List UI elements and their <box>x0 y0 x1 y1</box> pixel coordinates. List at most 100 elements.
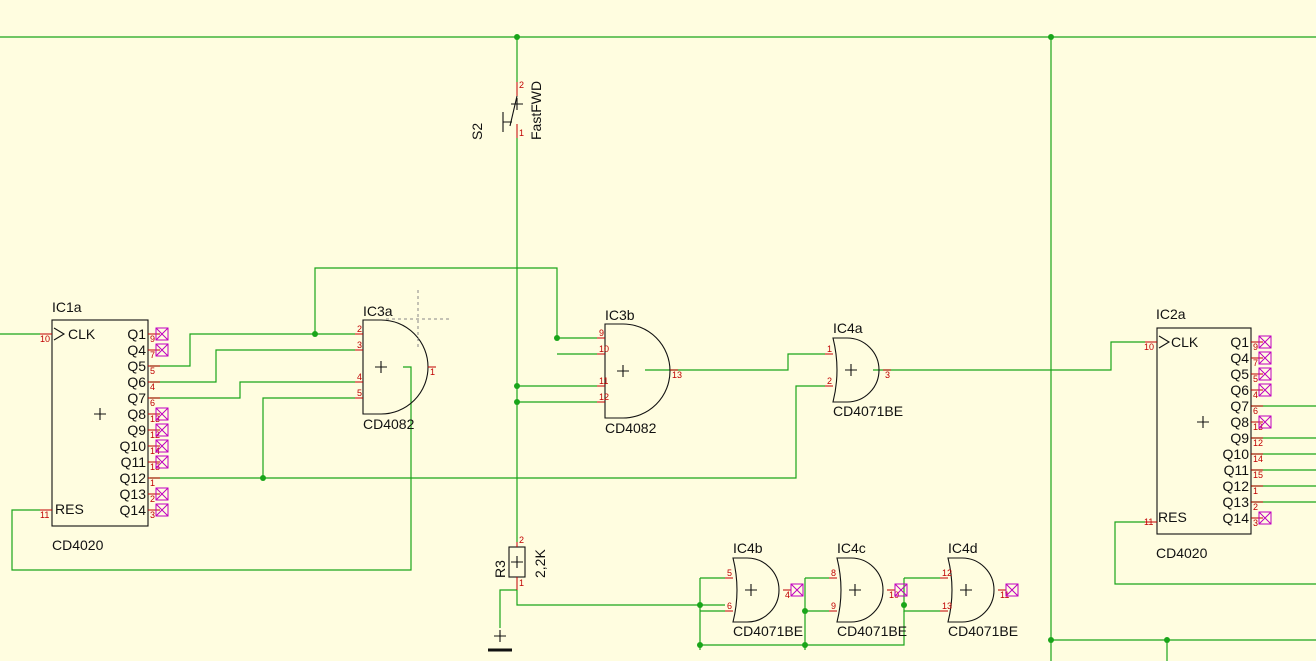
ic3b-pin-number: 10 <box>599 344 609 354</box>
no-connect-icon <box>155 327 169 341</box>
wire-ic4d-inputs <box>903 577 940 612</box>
ic1a-pin-label-q9: Q9 <box>127 422 146 438</box>
clock-triangle-icon <box>53 327 66 341</box>
ic2a-pin-number: 15 <box>1253 470 1263 480</box>
ic4c-pin-number: 10 <box>889 590 899 600</box>
wire-q5-loop-ic3b <box>314 267 597 339</box>
ic4a-ref: IC4a <box>833 320 863 336</box>
origin-cross-icon <box>845 364 857 376</box>
ic2a-pin-label-q12: Q12 <box>1223 478 1250 494</box>
ic2a-pin-label-q11: Q11 <box>1224 462 1250 478</box>
ic4a-pin-number: 3 <box>885 370 890 380</box>
ic4c-ref: IC4c <box>837 540 866 556</box>
wire-ic4b-inputs <box>699 577 725 650</box>
no-connect-icon <box>790 583 804 597</box>
resistor-r3[interactable]: 2 1 R3 2,2K <box>492 535 548 590</box>
origin-cross-icon <box>849 584 861 596</box>
ic2a-pin-label-q8: Q8 <box>1230 414 1249 430</box>
ic1a-pin-number: 13 <box>150 414 160 424</box>
wire-ic2a-res-loop <box>1114 521 1316 585</box>
ic1a-value: CD4020 <box>52 537 104 553</box>
wire-r3-to-ic4 <box>516 590 725 606</box>
junction-dot <box>514 383 520 389</box>
ic2a-pin-number: 5 <box>1253 374 1258 384</box>
ic2a-pin-label-q10: Q10 <box>1223 446 1250 462</box>
ic2a-pin-label-q9: Q9 <box>1230 430 1249 446</box>
ic1a-pin-label-q5: Q5 <box>127 358 146 374</box>
ic1a-pin-number: 14 <box>150 446 160 456</box>
no-connect-icon <box>1258 367 1272 381</box>
wires <box>0 36 1316 661</box>
origin-cross-icon <box>511 98 523 110</box>
ic3b-pin-number: 9 <box>599 328 604 338</box>
ic4c-pin-number: 8 <box>831 568 836 578</box>
no-connect-icon <box>155 343 169 357</box>
ic3a-pin-number: 1 <box>430 367 435 377</box>
ic2a-pin-number: 7 <box>1253 358 1258 368</box>
ic1a-res-label: RES <box>55 501 84 517</box>
ic4b-pin-number: 4 <box>785 590 790 600</box>
ic4d-value: CD4071BE <box>948 623 1018 639</box>
r3-value: 2,2K <box>532 549 548 578</box>
ic2a-pin-number: 14 <box>1253 454 1263 464</box>
ic2a-pin-label-q7: Q7 <box>1230 398 1249 414</box>
ic4d-pin-number: 12 <box>942 568 952 578</box>
ic2a-pin-number: 12 <box>1253 438 1263 448</box>
switch-s2[interactable]: 2 1 S2 FastFWD <box>469 80 544 140</box>
no-connect-icon <box>155 503 169 517</box>
ic2a-pin-number: 4 <box>1253 390 1258 400</box>
ic2a-pin-label-q6: Q6 <box>1230 382 1249 398</box>
no-connect-icon <box>1005 583 1019 597</box>
junctions <box>260 34 1170 648</box>
ic1a-pin-label-q1: Q1 <box>127 326 146 342</box>
s2-pin-1: 1 <box>519 128 524 138</box>
wire-ic1a-q6 <box>150 349 355 383</box>
ic2a-pin-number: 2 <box>1253 502 1258 512</box>
origin-cross-icon <box>511 556 523 568</box>
origin-cross-icon <box>617 365 629 377</box>
s2-value: FastFWD <box>528 81 544 140</box>
ic1a-pin-label-q12: Q12 <box>120 470 147 486</box>
ic1a-pin-number: 9 <box>150 334 155 344</box>
ic2a-pin-label-q5: Q5 <box>1230 366 1249 382</box>
ic1a-pin-label-q10: Q10 <box>120 438 147 454</box>
ic1a-pin-number: 4 <box>150 382 155 392</box>
no-connect-icon <box>155 455 169 469</box>
ic4b-pin-number: 5 <box>727 568 732 578</box>
cursor-crosshair-icon <box>386 290 450 350</box>
ic1a-pin-label-q7: Q7 <box>127 390 146 406</box>
no-connect-icon <box>155 407 169 421</box>
wire-ic1a-q12 <box>150 385 825 479</box>
no-connect-icon <box>1258 383 1272 397</box>
origin-cross-icon <box>1197 416 1209 428</box>
wire-ic2a-right-outs <box>1251 405 1316 503</box>
s2-pin-2: 2 <box>519 80 524 90</box>
ic4d-pin-number: 13 <box>942 601 952 611</box>
origin-cross-icon <box>375 361 387 373</box>
ic1a-pin-label-q11: Q11 <box>121 454 147 470</box>
no-connect-icon <box>1258 335 1272 349</box>
ic1a-res-pin: 11 <box>40 510 49 520</box>
junction-dot <box>260 475 266 481</box>
ic4a-pin-number: 2 <box>827 376 832 386</box>
logic-gates: 23451IC3aCD4082910111213IC3bCD4082123IC4… <box>355 303 1019 639</box>
no-connect-icon <box>1258 415 1272 429</box>
ic2a-pin-number: 1 <box>1253 486 1258 496</box>
ic3a-pin-number: 5 <box>357 388 362 398</box>
s2-ref: S2 <box>469 123 485 140</box>
wire-q12-to-ic3a-5 <box>262 397 355 478</box>
ic1a-clk-pin: 10 <box>40 334 50 344</box>
ic4b-ref: IC4b <box>733 540 763 556</box>
clock-triangle-icon <box>1158 335 1171 349</box>
no-connect-icon <box>155 423 169 437</box>
